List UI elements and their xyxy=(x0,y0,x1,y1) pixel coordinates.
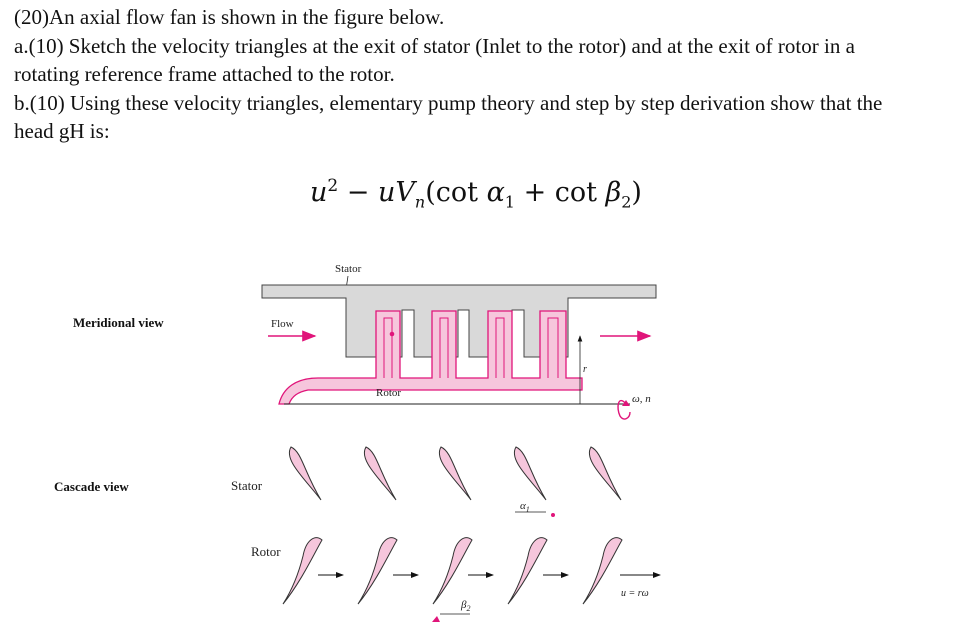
question-line-3: rotating reference frame attached to the… xyxy=(14,62,395,86)
meridional-view-label: Meridional view xyxy=(73,315,164,330)
rotor-blade-row xyxy=(282,537,623,605)
rotor-label: Rotor xyxy=(376,387,401,399)
cascade-view-label: Cascade view xyxy=(54,479,129,494)
blade-speed-label: u = rω xyxy=(621,588,649,599)
stator-label: Stator xyxy=(335,263,362,275)
rotor-blade xyxy=(282,537,323,605)
rotor-blade xyxy=(507,537,548,605)
beta2-marker xyxy=(432,616,440,622)
flow-label: Flow xyxy=(271,318,294,330)
cascade-stator-label: Stator xyxy=(231,478,263,493)
rotor-blade-inner xyxy=(383,317,559,378)
radius-label: r xyxy=(583,364,587,375)
question-line-4: b.(10) Using these velocity triangles, e… xyxy=(14,91,883,115)
question-line-2: a.(10) Sketch the velocity triangles at … xyxy=(14,34,855,58)
head-formula: u2 − uVn(cot α1 + cot β2) xyxy=(310,176,642,212)
station-dot xyxy=(389,331,395,337)
alpha1-point xyxy=(551,513,555,517)
rotor-hub xyxy=(278,310,583,405)
cascade-rotor-label: Rotor xyxy=(251,544,281,559)
stator-blade xyxy=(588,446,622,501)
stator-casing xyxy=(261,284,657,358)
alpha1-label: α1 xyxy=(520,500,530,514)
rotation-arrowhead-icon xyxy=(622,400,630,406)
beta2-label: β2 xyxy=(460,599,470,613)
question-line-5: head gH is: xyxy=(14,119,110,143)
stator-blade xyxy=(438,446,472,501)
rotation-icon xyxy=(617,399,631,420)
rotor-blade xyxy=(357,537,398,605)
stator-blade-row xyxy=(288,446,622,501)
stator-blade xyxy=(363,446,397,501)
stator-blade xyxy=(288,446,322,501)
rotor-blade xyxy=(432,537,473,605)
rotor-blade xyxy=(582,537,623,605)
question-line-1: (20)An axial flow fan is shown in the fi… xyxy=(14,5,445,29)
omega-label: ω, n xyxy=(632,393,651,405)
stator-blade xyxy=(513,446,547,501)
